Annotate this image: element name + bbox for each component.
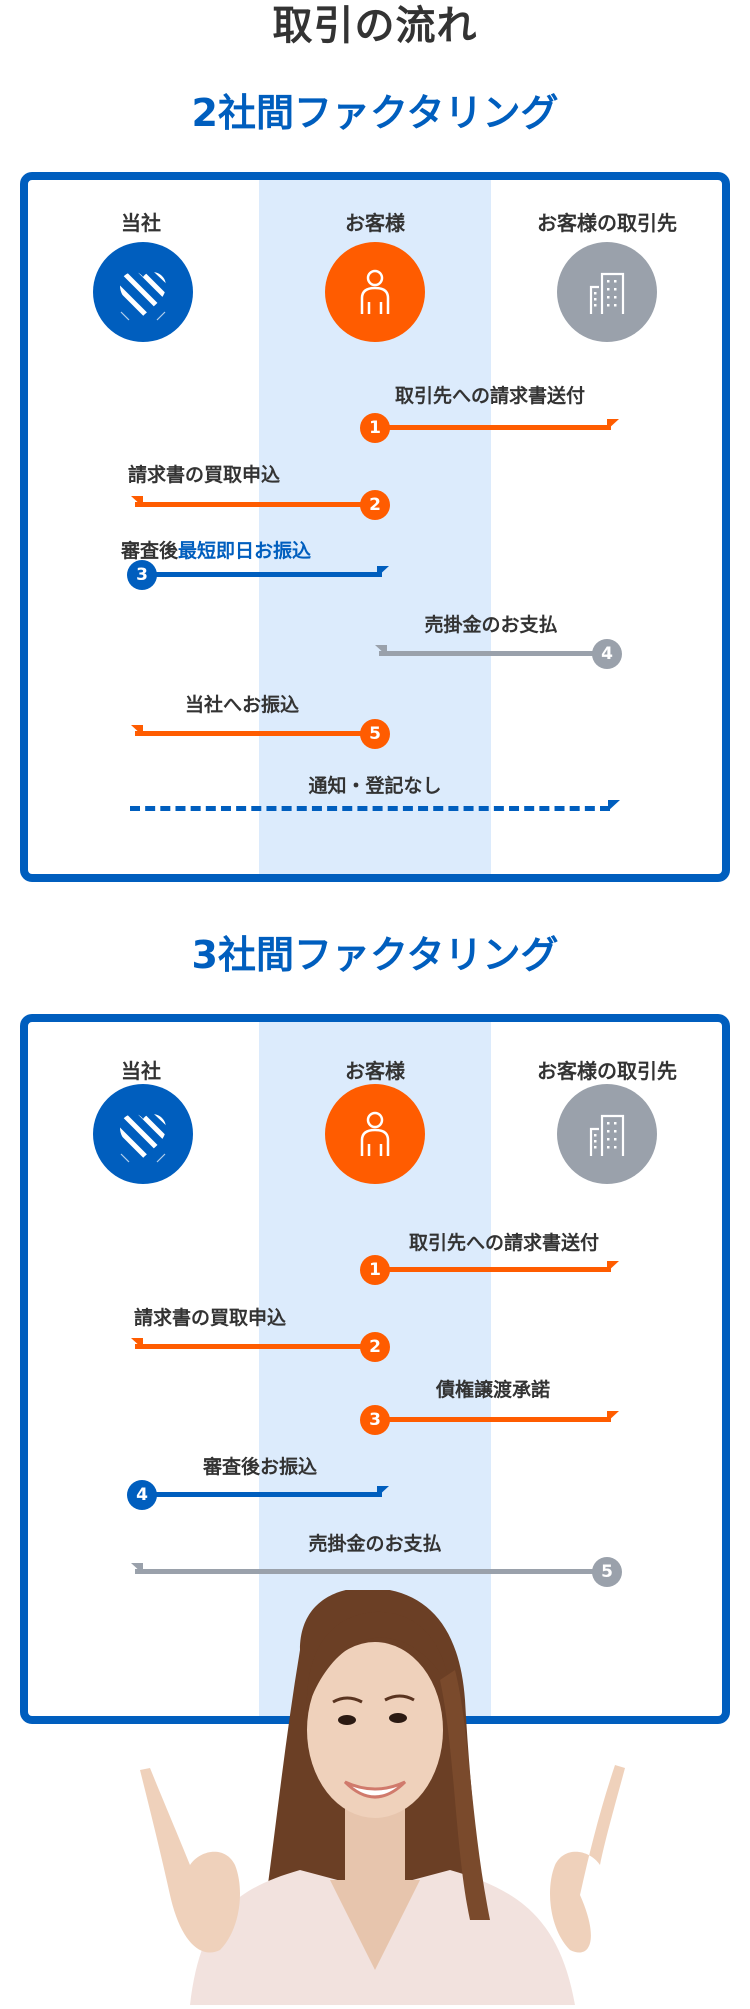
step-3-label: 審査後最短即日お振込 (121, 538, 311, 564)
step-4-arrow (142, 1492, 382, 1497)
step-1-badge: 1 (360, 1255, 390, 1285)
arrow-head-icon (131, 496, 143, 507)
step-5-arrow (135, 731, 375, 736)
party-label-partner: お客様の取引先 (537, 211, 677, 235)
person-icon (360, 269, 390, 314)
building-icon (589, 272, 625, 314)
step-2-label: 請求書の買取申込 (127, 464, 281, 486)
step-3-badge: 3 (127, 560, 157, 590)
party-label-company: 当社 (121, 211, 161, 235)
arrow-head-icon (607, 419, 619, 430)
customer-icon-circle (325, 242, 425, 342)
step-5-badge: 5 (592, 1557, 622, 1587)
building-icon (589, 1114, 625, 1156)
step-3-label: 債権譲渡承諾 (435, 1379, 551, 1401)
step-4-badge: 4 (127, 1480, 157, 1510)
person-icon (360, 1111, 390, 1156)
step-3-label-prefix: 審査後 (120, 540, 178, 562)
step-5-badge: 5 (360, 719, 390, 749)
step-2-arrow (135, 1344, 375, 1349)
party-label-customer: お客様 (345, 1059, 405, 1083)
woman-pointing-photo (0, 1587, 750, 2005)
step-4-label: 売掛金のお支払 (424, 614, 558, 636)
no-notice-label: 通知・登記なし (308, 775, 442, 797)
step-1-label: 取引先への請求書送付 (408, 1232, 600, 1254)
party-label-customer: お客様 (345, 211, 405, 235)
woman-illustration-icon (140, 1587, 625, 2005)
customer-icon-circle (325, 1084, 425, 1184)
step-1-arrow (375, 425, 611, 430)
no-notice-dashed-arrow (130, 806, 610, 811)
page-title: 取引の流れ (272, 3, 478, 49)
arrow-head-icon (607, 1261, 619, 1272)
step-5-arrow (135, 1569, 607, 1574)
arrow-head-icon (131, 1563, 143, 1574)
arrow-head-icon (607, 1411, 619, 1422)
three-party-title: 3社間ファクタリング (191, 933, 559, 977)
step-2-label: 請求書の買取申込 (133, 1307, 287, 1329)
arrow-head-icon (131, 1338, 143, 1349)
two-party-diagram: 当社 お客様 お客様の取引先 (20, 172, 730, 882)
arrow-head-icon (375, 645, 387, 656)
heart-logo-icon (120, 272, 166, 321)
arrow-head-icon (131, 725, 143, 736)
company-logo-circle (93, 242, 193, 342)
step-5-label: 当社へお振込 (184, 694, 300, 716)
step-1-arrow (375, 1267, 611, 1272)
step-4-label: 審査後お振込 (202, 1456, 318, 1478)
step-1-label: 取引先への請求書送付 (394, 385, 586, 407)
step-4-arrow (379, 651, 607, 656)
party-label-company: 当社 (121, 1059, 161, 1083)
step-5-label: 売掛金のお支払 (308, 1533, 442, 1555)
heart-logo-icon (120, 1114, 166, 1163)
step-3-label-highlight: 最短即日お振込 (178, 540, 312, 562)
partner-icon-circle (557, 1084, 657, 1184)
party-label-partner: お客様の取引先 (537, 1059, 677, 1083)
arrow-head-icon (608, 800, 620, 811)
arrow-head-icon (377, 566, 389, 577)
step-4-badge: 4 (592, 639, 622, 669)
step-3-arrow (375, 1417, 611, 1422)
arrow-head-icon (377, 1486, 389, 1497)
two-party-title: 2社間ファクタリング (191, 91, 559, 135)
step-3-arrow (142, 572, 382, 577)
step-2-arrow (135, 502, 375, 507)
step-2-badge: 2 (360, 490, 390, 520)
step-1-badge: 1 (360, 413, 390, 443)
step-3-badge: 3 (360, 1405, 390, 1435)
company-logo-circle (93, 1084, 193, 1184)
partner-icon-circle (557, 242, 657, 342)
step-2-badge: 2 (360, 1332, 390, 1362)
